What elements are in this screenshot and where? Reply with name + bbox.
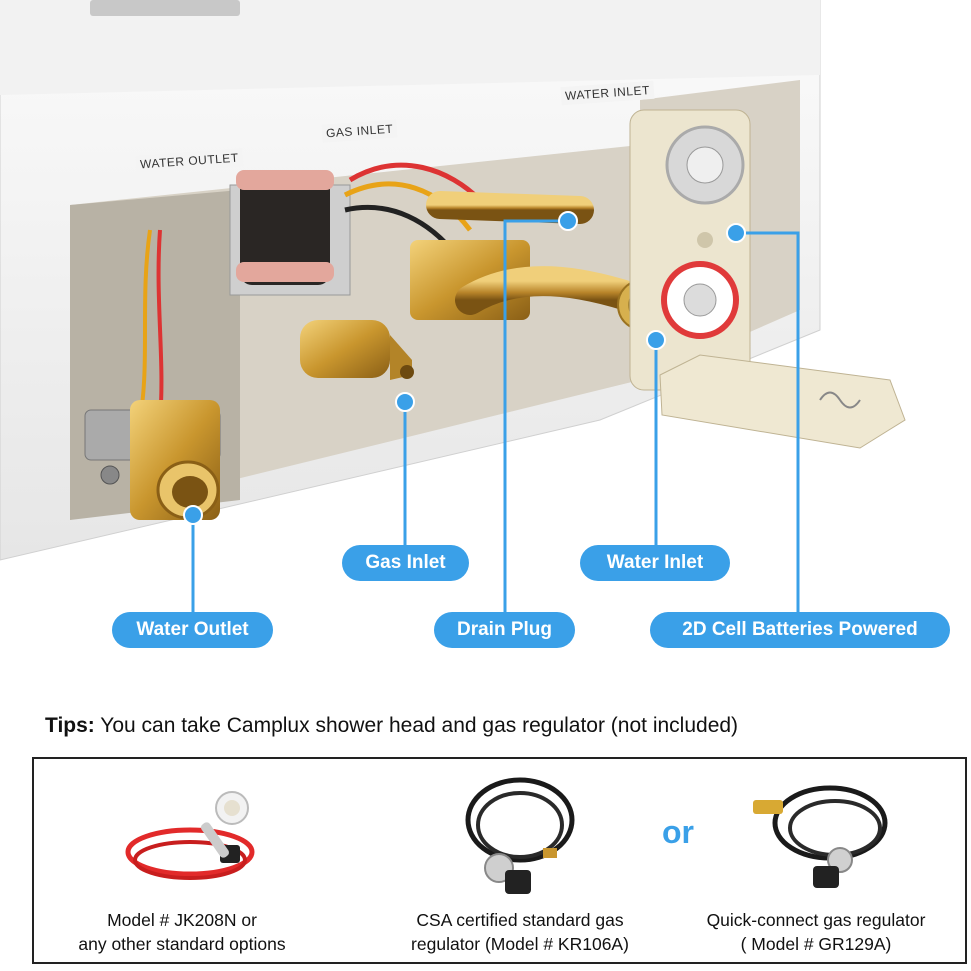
water-inlet-callout: Water Inlet bbox=[580, 545, 730, 581]
csa-regulator-image bbox=[465, 777, 575, 894]
quick-connect-caption-line2: ( Model # GR129A) bbox=[740, 934, 892, 954]
water-outlet-callout: Water Outlet bbox=[112, 612, 273, 648]
shower-head-image bbox=[125, 791, 255, 880]
batteries-callout: 2D Cell Batteries Powered bbox=[650, 612, 950, 648]
drain-plug-callout: Drain Plug bbox=[434, 612, 575, 648]
accessories-box bbox=[32, 757, 967, 964]
shower-caption: Model # JK208N or any other standard opt… bbox=[52, 908, 312, 956]
quick-connect-caption-line1: Quick-connect gas regulator bbox=[706, 910, 926, 930]
gas-inlet-callout: Gas Inlet bbox=[342, 545, 469, 581]
shower-caption-line2: any other standard options bbox=[78, 934, 286, 954]
csa-caption: CSA certified standard gas regulator (Mo… bbox=[385, 908, 655, 956]
csa-caption-line1: CSA certified standard gas bbox=[416, 910, 624, 930]
tips-line: Tips: You can take Camplux shower head a… bbox=[45, 714, 738, 738]
water-heater-photo bbox=[0, 0, 906, 612]
quick-connect-caption: Quick-connect gas regulator ( Model # GR… bbox=[685, 908, 947, 956]
quick-connect-regulator-image bbox=[753, 785, 888, 888]
tips-label: Tips: bbox=[45, 714, 95, 737]
tips-text: You can take Camplux shower head and gas… bbox=[94, 714, 739, 737]
csa-caption-line2: regulator (Model # KR106A) bbox=[411, 934, 629, 954]
shower-caption-line1: Model # JK208N or bbox=[107, 910, 257, 930]
or-label: or bbox=[662, 814, 694, 850]
